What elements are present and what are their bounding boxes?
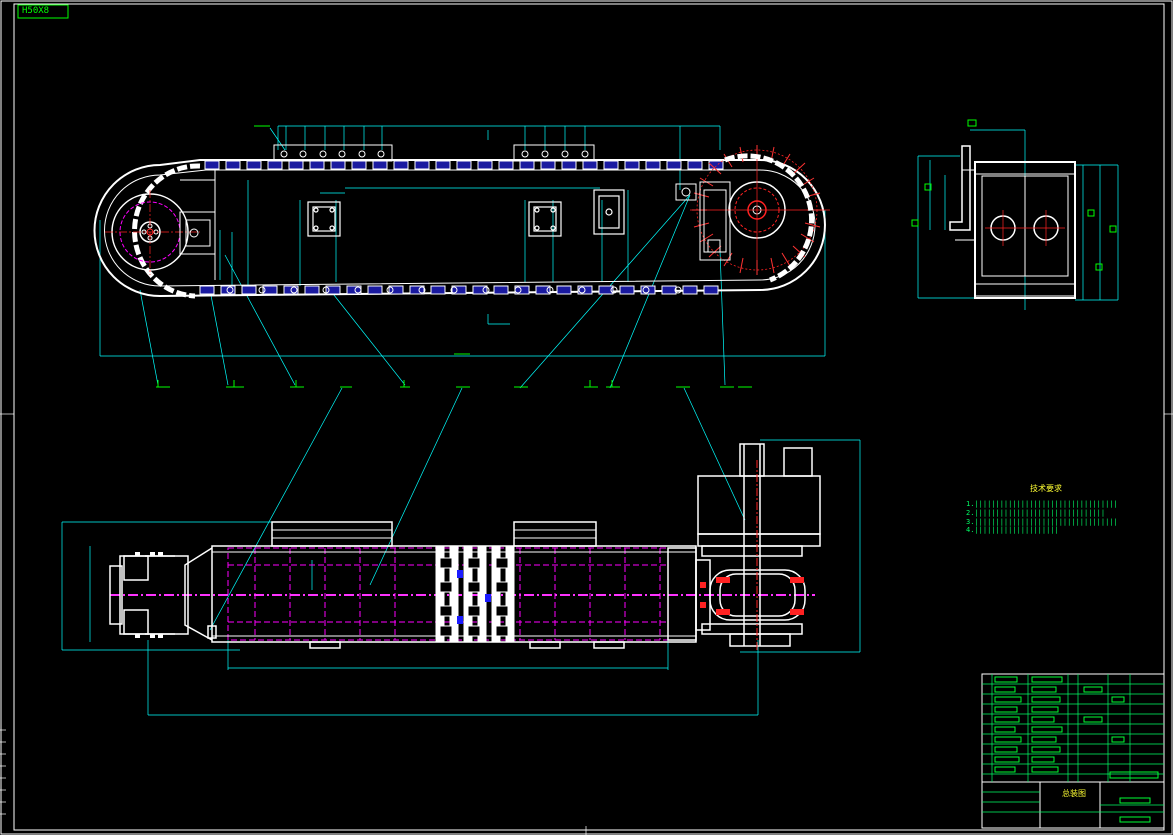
chain-blocks-plan bbox=[439, 557, 509, 637]
notes-title: 技术要求 bbox=[1030, 484, 1062, 493]
idler-wheel bbox=[105, 190, 200, 275]
main-elevation-view bbox=[93, 125, 830, 631]
drive-frame bbox=[675, 181, 731, 261]
side-section-view bbox=[911, 119, 1119, 310]
side-view-body bbox=[949, 145, 1076, 299]
chain-section-plan bbox=[435, 545, 515, 643]
side-view-dimensions bbox=[917, 129, 1119, 310]
chain-links-bottom bbox=[199, 285, 719, 295]
chain-pins bbox=[226, 286, 682, 294]
balloon-tags bbox=[156, 125, 752, 388]
drive-red-marks bbox=[700, 577, 804, 615]
plan-view bbox=[61, 439, 861, 716]
notes-line-3: 3.|||||||||||||||||||||||||||||||||| bbox=[966, 517, 1118, 526]
title-block-grid bbox=[982, 674, 1164, 813]
sheet-tag: H50X8 bbox=[22, 6, 50, 16]
notes-line-2: 2.||||||||||||||||||||||||||||||| bbox=[966, 508, 1106, 517]
sheet-tag-box bbox=[17, 4, 69, 19]
notes-line-4: 4.|||||||||||||||||||| bbox=[966, 526, 1059, 535]
side-view-tags bbox=[911, 119, 1117, 271]
chain-blue-fill bbox=[457, 570, 491, 624]
title-block-cells bbox=[994, 676, 1159, 823]
side-view-holes bbox=[985, 210, 1065, 246]
idler-chain-curve bbox=[132, 163, 201, 299]
main-view-dimensions bbox=[99, 125, 826, 357]
drive-end-plan bbox=[667, 443, 821, 647]
technical-notes: 技术要求 1.|||||||||||||||||||||||||||||||||… bbox=[966, 484, 1126, 535]
chain-links-top bbox=[204, 160, 724, 170]
idler-bolts-plan bbox=[135, 552, 163, 638]
tensioner-block bbox=[179, 170, 216, 280]
sprocket-chain-curve bbox=[724, 153, 815, 283]
inner-brackets bbox=[307, 189, 625, 237]
notes-line-1: 1.|||||||||||||||||||||||||||||||||| bbox=[966, 500, 1118, 508]
title-block-name: 总装图 bbox=[1062, 789, 1086, 798]
margin-ticks bbox=[0, 413, 1173, 835]
top-fittings bbox=[273, 144, 595, 162]
